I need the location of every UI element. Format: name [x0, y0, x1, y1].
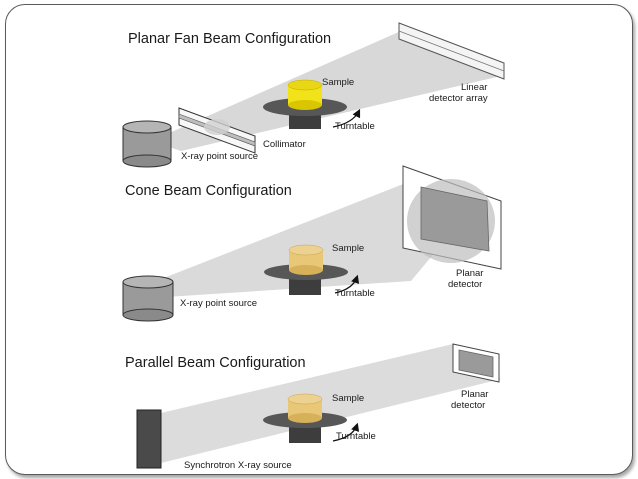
- sample-label-3: Sample: [332, 393, 364, 404]
- detector-label-2b: detector: [448, 279, 482, 290]
- sample-label-2: Sample: [332, 243, 364, 254]
- detector-label-1b: detector array: [429, 93, 488, 104]
- rotation-arrow-1: [332, 108, 361, 128]
- cone-beam-panel: Cone Beam Configuration Sample Planar: [122, 165, 502, 322]
- sample-label-1: Sample: [322, 77, 354, 88]
- collimator: [178, 107, 256, 154]
- planar-fan-panel: Planar Fan Beam Configuration: [122, 22, 505, 168]
- parallel-beam: [161, 344, 501, 463]
- collimator-label: Collimator: [263, 139, 306, 150]
- xray-configurations-diagram: Planar Fan Beam Configuration: [122, 22, 505, 471]
- parallel-beam-panel: Parallel Beam Configuration Sample Plana…: [125, 343, 501, 471]
- sample-3: [287, 393, 323, 423]
- turntable-2: [264, 264, 348, 295]
- turntable-label-3: Turntable: [336, 431, 376, 442]
- turntable-label-2: Turntable: [335, 288, 375, 299]
- planar-detector-2: [402, 165, 502, 270]
- parallel-title: Parallel Beam Configuration: [125, 355, 306, 371]
- slide-frame: Planar Fan Beam Configuration: [5, 4, 633, 475]
- xray-source-cylinder-2: [122, 275, 174, 322]
- planar-detector-3: [452, 343, 500, 383]
- source-label-2: X-ray point source: [180, 298, 257, 309]
- cone-beam: [151, 181, 451, 297]
- detector-label-3a: Planar: [461, 389, 488, 400]
- source-label-1: X-ray point source: [181, 151, 258, 162]
- cone-title: Cone Beam Configuration: [125, 183, 292, 199]
- sample-2: [288, 244, 324, 275]
- rotation-arrow-3: [332, 422, 360, 442]
- synchrotron-source: [136, 409, 162, 469]
- fan-beam: [151, 31, 501, 151]
- source-label-3: Synchrotron X-ray source: [184, 460, 292, 471]
- turntable-label-1: Turntable: [335, 121, 375, 132]
- sample-1: [287, 79, 323, 110]
- detector-label-3b: detector: [451, 400, 485, 411]
- detector-label-2a: Planar: [456, 268, 483, 279]
- detector-label-1a: Linear: [461, 82, 487, 93]
- xray-source-cylinder: [122, 120, 172, 168]
- planar-fan-title: Planar Fan Beam Configuration: [128, 31, 331, 47]
- rotation-arrow-2: [334, 274, 360, 294]
